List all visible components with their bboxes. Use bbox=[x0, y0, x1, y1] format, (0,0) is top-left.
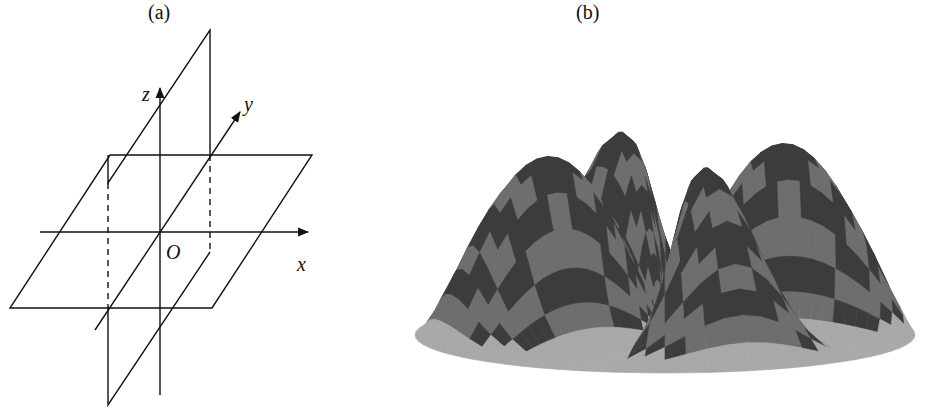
surface-facet bbox=[579, 369, 603, 372]
panel-label: (a) bbox=[148, 2, 170, 22]
surface-facet bbox=[766, 182, 778, 222]
surface-facet bbox=[846, 275, 858, 308]
origin-label: O bbox=[166, 242, 180, 262]
surface-facet bbox=[778, 217, 790, 257]
surface-facet bbox=[801, 257, 813, 294]
z-axis bbox=[159, 88, 160, 395]
surface-facet bbox=[704, 319, 726, 349]
surface-facet bbox=[790, 256, 802, 292]
surface-facet bbox=[727, 343, 751, 372]
surface-facet bbox=[724, 315, 747, 345]
surface-facet bbox=[790, 217, 802, 257]
surface-facet bbox=[812, 259, 824, 296]
surface-facet bbox=[823, 263, 835, 299]
surface-facet bbox=[721, 289, 743, 319]
hidden-edge bbox=[209, 155, 210, 252]
surface-facet bbox=[812, 221, 824, 263]
surface-facet bbox=[835, 269, 847, 304]
surface-facet bbox=[801, 218, 813, 260]
surface-facet bbox=[686, 349, 709, 373]
vertical-plane bbox=[108, 252, 210, 405]
surface-facet bbox=[755, 187, 767, 228]
surface-facet bbox=[764, 156, 777, 187]
surface-facet bbox=[777, 180, 790, 218]
surface-facet bbox=[810, 294, 823, 321]
vertical-plane bbox=[108, 30, 210, 183]
surface-facet bbox=[622, 365, 645, 373]
surface-facet bbox=[823, 227, 835, 269]
x-axis bbox=[40, 231, 308, 232]
surface-facet bbox=[706, 345, 729, 372]
surface-facet bbox=[799, 181, 812, 221]
surface-facet bbox=[643, 360, 665, 373]
axis-label: x bbox=[297, 254, 306, 274]
surface-facet bbox=[788, 180, 801, 218]
hidden-edge bbox=[107, 183, 108, 308]
coordinate-planes bbox=[10, 30, 312, 405]
surface-facet bbox=[822, 296, 835, 322]
axis-label: z bbox=[142, 84, 150, 104]
surface-facet bbox=[778, 256, 790, 292]
axis-label: y bbox=[244, 94, 253, 114]
surface-plot bbox=[415, 132, 915, 373]
surface-facet bbox=[718, 264, 739, 293]
surface-facet bbox=[665, 355, 687, 373]
surface-facet bbox=[799, 292, 812, 319]
panel-label: (b) bbox=[576, 2, 599, 22]
y-axis bbox=[95, 112, 240, 330]
surface-facet bbox=[600, 368, 623, 373]
surface-facet bbox=[767, 218, 779, 259]
